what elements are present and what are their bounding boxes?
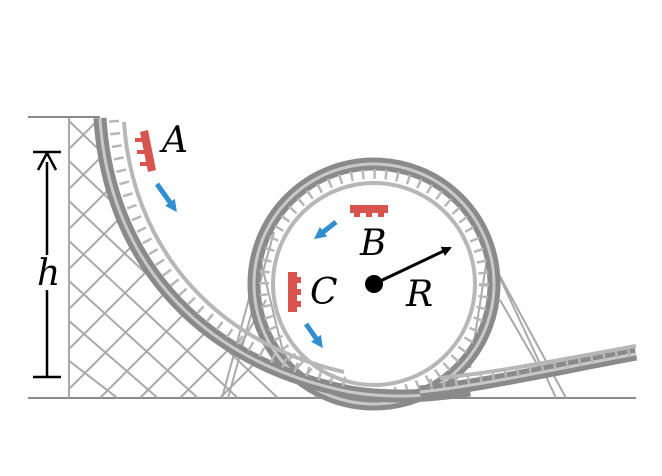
label-c: C xyxy=(310,272,338,313)
car-at-a xyxy=(135,130,156,172)
label-h: h xyxy=(37,253,60,294)
height-dimension xyxy=(33,150,61,379)
exit-track xyxy=(419,344,638,399)
car-at-b xyxy=(350,205,388,217)
label-r: R xyxy=(405,274,433,315)
loop-track xyxy=(247,157,501,411)
velocity-arrow-c xyxy=(303,322,323,349)
car-at-c xyxy=(288,272,301,312)
velocity-arrow-b xyxy=(314,220,338,240)
label-b: B xyxy=(359,223,386,264)
velocity-arrow-a xyxy=(154,182,177,213)
ramp-track xyxy=(93,117,471,403)
label-a: A xyxy=(159,120,188,161)
radius-arrow xyxy=(373,246,452,286)
